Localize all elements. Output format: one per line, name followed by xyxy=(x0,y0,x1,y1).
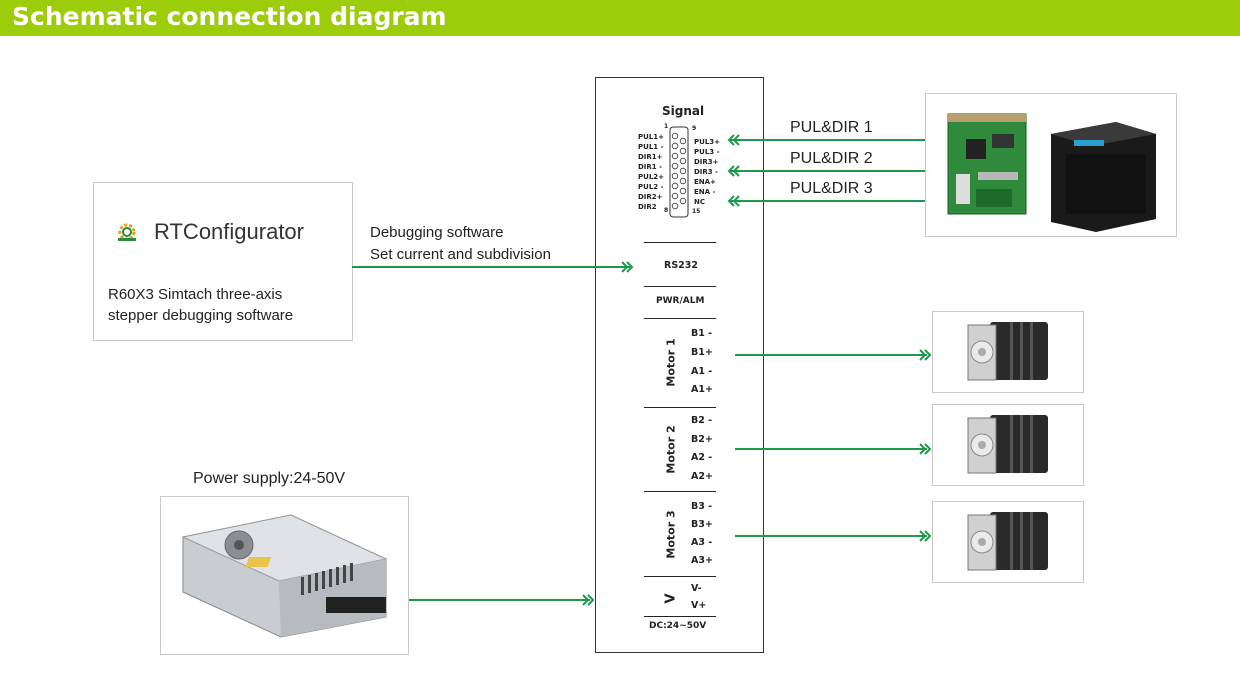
controller-box xyxy=(925,93,1177,237)
divider xyxy=(644,491,716,492)
conn-left-label: PUL2+ xyxy=(638,173,665,181)
motor-box-2 xyxy=(932,404,1084,486)
divider xyxy=(644,576,716,577)
software-note-line1: Debugging software xyxy=(370,224,504,241)
software-brand: RTConfigurator xyxy=(154,219,304,244)
motor-2-pin: B2+ xyxy=(691,434,713,445)
conn-left-label: DIR2 xyxy=(638,203,657,211)
rs232-label: RS232 xyxy=(664,260,698,271)
software-desc-line1: R60X3 Simtach three-axis xyxy=(108,286,283,303)
conn-left-label: DIR1 - xyxy=(638,163,663,171)
power-section-label: V xyxy=(663,593,679,604)
dc-voltage-label: DC:24~50V xyxy=(649,621,707,631)
motor-box-3 xyxy=(932,501,1084,583)
motor-1-pin: B1+ xyxy=(691,347,713,358)
divider xyxy=(644,616,716,617)
divider xyxy=(644,318,716,319)
link-label-2: PUL&DIR 2 xyxy=(790,150,873,167)
motor-3-arrow xyxy=(919,530,931,542)
conn-right-label: NC xyxy=(694,198,705,206)
motor-1-arrow xyxy=(919,349,931,361)
power-supply-box xyxy=(160,496,409,655)
power-pin: V+ xyxy=(691,600,707,611)
header-banner: Schematic connection diagram xyxy=(0,0,1240,36)
motor-3-label: Motor 3 xyxy=(664,510,678,559)
motor-2-pin: A2 - xyxy=(691,452,713,463)
conn-right-label: ENA - xyxy=(694,188,716,196)
conn-right-label: PUL3+ xyxy=(694,138,721,146)
motor-1-pin: A1 - xyxy=(691,366,713,377)
link-label-1: PUL&DIR 1 xyxy=(790,119,873,136)
pin-number-8: 8 xyxy=(664,207,669,214)
conn-right-label: ENA+ xyxy=(694,178,716,186)
power-pin: V- xyxy=(691,583,702,594)
power-arrow xyxy=(582,594,594,606)
conn-left-label: PUL1 - xyxy=(638,143,664,151)
divider xyxy=(644,286,716,287)
power-supply-image xyxy=(181,514,388,638)
motor-1-pin: B1 - xyxy=(691,328,713,339)
software-desc-line2: stepper debugging software xyxy=(108,307,294,324)
page-title: Schematic connection diagram xyxy=(12,2,447,31)
pin-number-1: 1 xyxy=(664,123,669,130)
link-label-3: PUL&DIR 3 xyxy=(790,180,873,197)
conn-left-label: PUL2 - xyxy=(638,183,664,191)
power-supply-label: Power supply:24-50V xyxy=(193,470,346,487)
pin-number-15: 15 xyxy=(692,208,701,215)
driver-box: Signal 1 9 8 15 PUL1+ PUL1 - DIR1+ DIR1 … xyxy=(595,77,764,653)
controller-images xyxy=(947,113,1156,232)
motor-1-label: Motor 1 xyxy=(664,338,678,387)
pwr-alm-label: PWR/ALM xyxy=(656,296,705,306)
software-box: RTConfigurator R60X3 Simtach three-axis … xyxy=(93,182,353,341)
motor-3-pin: A3 - xyxy=(691,537,713,548)
gear-icon xyxy=(116,221,138,243)
conn-left-label: DIR1+ xyxy=(638,153,663,161)
db15-connector xyxy=(668,126,690,218)
conn-right-label: DIR3 - xyxy=(694,168,719,176)
conn-left-label: PUL1+ xyxy=(638,133,665,141)
conn-right-label: PUL3 - xyxy=(694,148,720,156)
motor-2-arrow xyxy=(919,443,931,455)
conn-left-label: DIR2+ xyxy=(638,193,663,201)
software-note-line2: Set current and subdivision xyxy=(370,246,551,263)
motor-3-pin: A3+ xyxy=(691,555,713,566)
divider xyxy=(644,242,716,243)
divider xyxy=(644,407,716,408)
motor-2-pin: A2+ xyxy=(691,471,713,482)
motor-1-pin: A1+ xyxy=(691,384,713,395)
motor-3-pin: B3 - xyxy=(691,501,713,512)
conn-right-label: DIR3+ xyxy=(694,158,719,166)
motor-box-1 xyxy=(932,311,1084,393)
pin-number-9: 9 xyxy=(692,125,697,132)
motor-3-pin: B3+ xyxy=(691,519,713,530)
signal-title: Signal xyxy=(662,104,705,118)
motor-2-label: Motor 2 xyxy=(664,425,678,474)
motor-2-pin: B2 - xyxy=(691,415,713,426)
